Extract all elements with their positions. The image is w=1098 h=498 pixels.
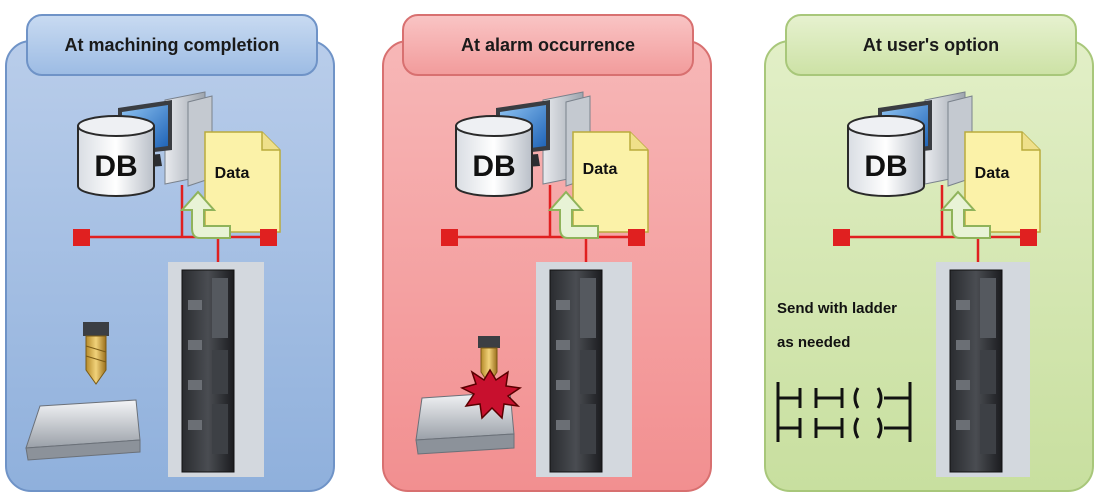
database-icon	[847, 115, 925, 197]
ladder-note-line1: Send with ladder	[777, 300, 898, 317]
network-node-left	[441, 229, 458, 246]
database-icon	[455, 115, 533, 197]
cluster-user-option: DB Data	[776, 91, 1041, 477]
db-label: DB	[472, 150, 515, 183]
data-label: Data	[583, 161, 618, 178]
pc-tower-icon	[924, 91, 973, 187]
upload-arrow-icon	[547, 190, 599, 239]
cnc-controller-icon	[536, 262, 632, 477]
network-node-left	[833, 229, 850, 246]
cluster-machining: DB Data	[25, 91, 281, 477]
alarm-burst-icon	[459, 368, 523, 420]
upload-arrow-icon	[939, 190, 991, 239]
db-label: DB	[864, 150, 907, 183]
cnc-controller-icon	[168, 262, 264, 477]
ladder-note-line2: as needed	[777, 334, 851, 351]
data-document-icon	[572, 131, 649, 233]
ladder-note: Send with ladder as needed	[777, 292, 947, 360]
drill-bit-icon	[83, 322, 109, 385]
workpiece-icon	[25, 399, 141, 461]
network-node-left	[73, 229, 90, 246]
ladder-diagram-icon	[776, 382, 912, 442]
database-icon	[77, 115, 155, 197]
data-label: Data	[975, 165, 1010, 182]
cluster-alarm: DB Data	[415, 91, 649, 477]
cnc-controller-icon	[936, 262, 1030, 477]
pc-tower-icon	[164, 91, 213, 187]
network-node-right	[1020, 229, 1037, 246]
data-document-icon	[204, 131, 281, 233]
network-node-right	[628, 229, 645, 246]
network-node-right	[260, 229, 277, 246]
data-label: Data	[215, 165, 250, 182]
header-alarm-occurrence: At alarm occurrence	[402, 14, 694, 76]
data-document-icon	[964, 131, 1041, 233]
db-label: DB	[94, 150, 137, 183]
header-user-option: At user's option	[785, 14, 1077, 76]
header-machining-completion: At machining completion	[26, 14, 318, 76]
upload-arrow-icon	[179, 190, 231, 239]
